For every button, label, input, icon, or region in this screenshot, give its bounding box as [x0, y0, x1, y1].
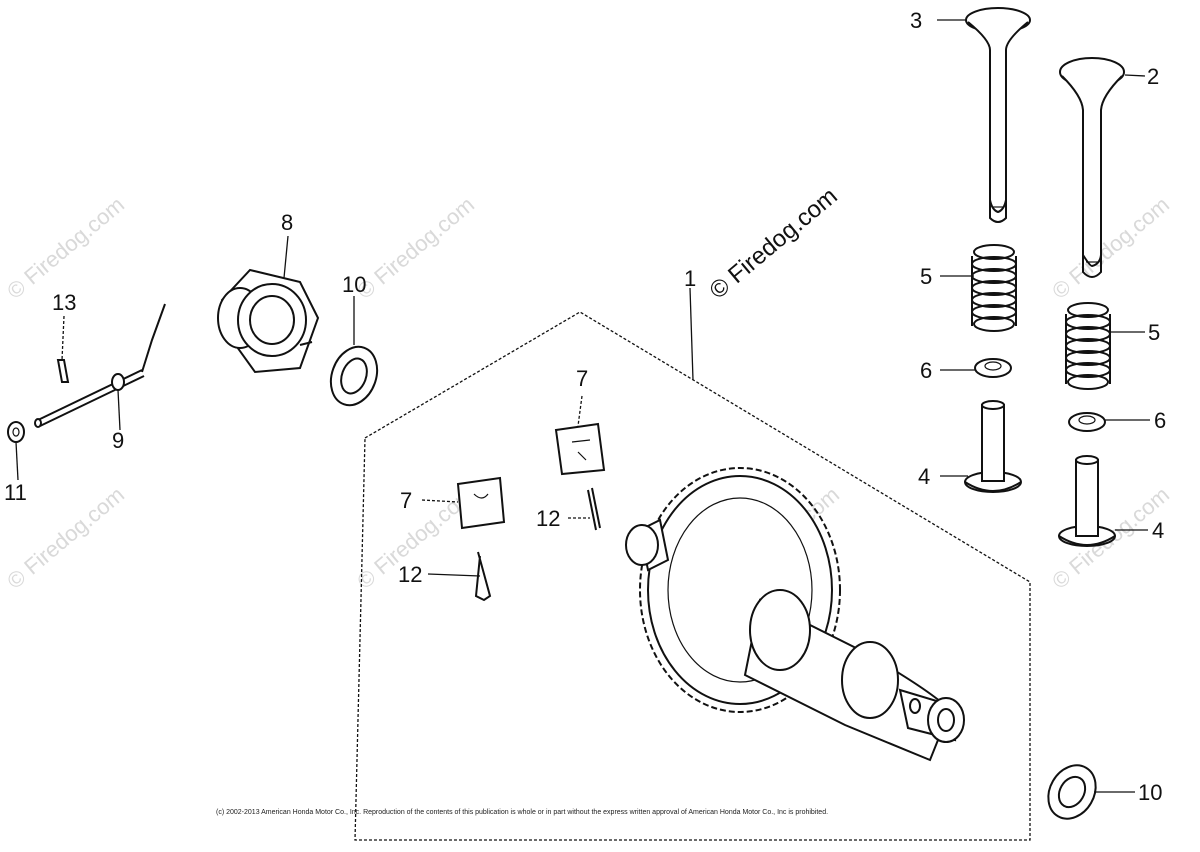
- watermark-faint: © Firedog.com: [352, 192, 479, 304]
- part-spring-5b: [1065, 302, 1111, 390]
- copyright-notice: (c) 2002-2013 American Honda Motor Co., …: [216, 809, 828, 816]
- watermark-main: © Firedog.com: [705, 183, 843, 305]
- callout-5a: 5: [920, 264, 932, 289]
- part-pin-13: [56, 359, 70, 383]
- part-washer-10a: [329, 345, 379, 407]
- callout-3: 3: [910, 8, 922, 33]
- callout-labels: 1 2 3 4 4 5 5 6 6 7 7 8 9 10 10 11 12 12…: [4, 8, 1166, 805]
- callout-1: 1: [684, 266, 696, 291]
- part-weight-7b: [456, 476, 506, 530]
- callout-13: 13: [52, 290, 76, 315]
- part-bearing-8: [217, 268, 320, 374]
- part-valve-2: [1059, 57, 1125, 278]
- part-washer-10b: [1047, 764, 1097, 820]
- leader-lines: [15, 19, 1150, 793]
- part-retainer-6b: [1068, 412, 1106, 432]
- callout-12a: 12: [536, 506, 560, 531]
- callout-6a: 6: [920, 358, 932, 383]
- part-camshaft-1: [625, 467, 965, 762]
- callout-7b: 7: [400, 488, 412, 513]
- watermark-faint: © Firedog.com: [1047, 192, 1174, 304]
- assembly-outline: [354, 311, 1031, 841]
- callout-4a: 4: [918, 464, 930, 489]
- callout-8: 8: [281, 210, 293, 235]
- callout-10a: 10: [342, 272, 366, 297]
- part-weight-7a: [554, 422, 606, 476]
- part-shaft-9: [34, 303, 166, 428]
- part-spring-5a: [971, 244, 1017, 332]
- callout-7a: 7: [576, 366, 588, 391]
- callout-6b: 6: [1154, 408, 1166, 433]
- part-tappet-4b: [1058, 455, 1116, 547]
- callout-4b: 4: [1152, 518, 1164, 543]
- callout-10b: 10: [1138, 780, 1162, 805]
- callout-12b: 12: [398, 562, 422, 587]
- callout-2: 2: [1147, 64, 1159, 89]
- part-washer-11: [7, 421, 25, 443]
- callout-5b: 5: [1148, 320, 1160, 345]
- part-cotter-pin-12b: [474, 551, 492, 602]
- callout-9: 9: [112, 428, 124, 453]
- part-tappet-4a: [964, 400, 1022, 493]
- watermark-faint: © Firedog.com: [2, 192, 129, 304]
- part-retainer-6a: [974, 358, 1012, 378]
- watermark-layer: © Firedog.com © Firedog.com © Firedog.co…: [2, 192, 1174, 594]
- callout-11: 11: [4, 480, 27, 505]
- part-cotter-pin-12a: [587, 487, 601, 531]
- part-valve-3: [965, 7, 1031, 223]
